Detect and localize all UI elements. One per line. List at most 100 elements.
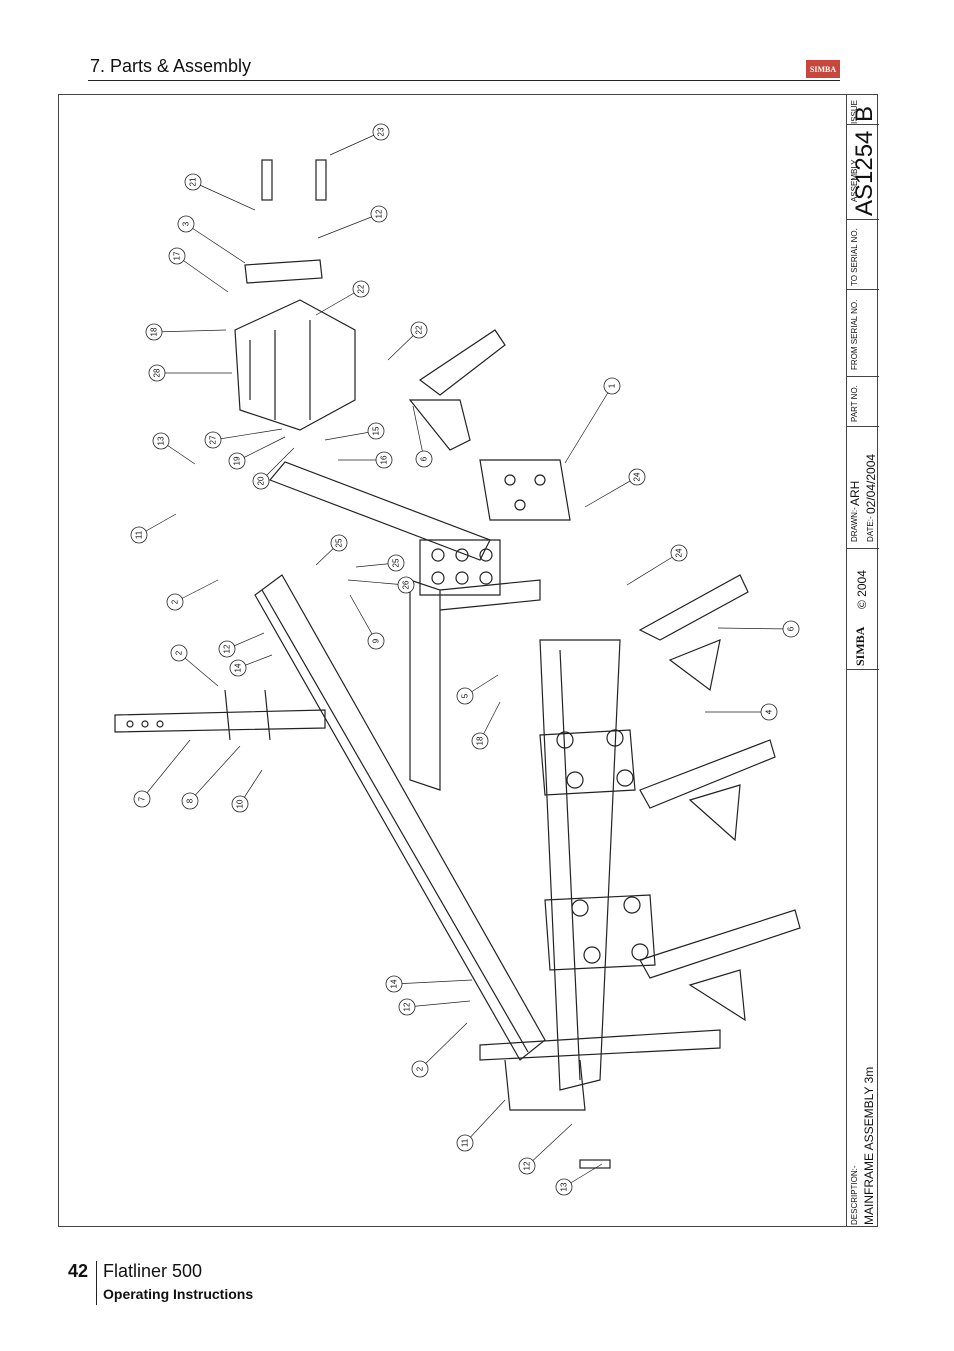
callout-leader-line <box>584 476 638 508</box>
callout-number: 12 <box>375 209 384 218</box>
callout-balloon: 2 <box>411 1022 468 1078</box>
callout-circle <box>410 321 428 339</box>
callout-circle <box>471 732 489 750</box>
callout-circle <box>411 1060 429 1078</box>
callout-circle <box>367 422 385 440</box>
callout-number: 15 <box>372 426 381 435</box>
callout-leader-line <box>349 594 377 642</box>
callout-balloon: 17 <box>168 247 229 293</box>
simba-logo: SIMBA <box>806 60 840 78</box>
callout-balloon: 12 <box>518 1123 573 1175</box>
to-serial-label: TO SERIAL NO. <box>850 228 859 286</box>
callout-balloon: 24 <box>584 468 646 508</box>
callout-leader-line <box>564 385 613 464</box>
title-block: ISSUE B ASSEMBLY AS1254 TO SERIAL NO. FR… <box>846 94 879 1227</box>
callout-circle <box>385 975 403 993</box>
callout-circle <box>177 215 195 233</box>
callout-number: 18 <box>150 327 159 336</box>
callout-leader-line <box>412 405 425 460</box>
callout-circle <box>352 280 370 298</box>
callout-number: 10 <box>236 799 245 808</box>
callout-circle <box>398 998 416 1016</box>
callout-balloon: 27 <box>204 428 283 449</box>
callout-number: 22 <box>357 284 366 293</box>
callout-balloon: 28 <box>148 364 232 382</box>
callout-number: 2 <box>416 1066 425 1071</box>
callout-number: 28 <box>153 368 162 377</box>
callout-balloon: 14 <box>229 654 273 677</box>
callout-number: 6 <box>787 626 796 631</box>
callout-leader-line <box>192 181 256 211</box>
callout-number: 16 <box>380 455 389 464</box>
callout-balloon: 1 <box>564 377 621 464</box>
callout-circle <box>760 703 778 721</box>
tb-divider <box>847 219 879 220</box>
callout-balloon: 7 <box>133 739 191 808</box>
callout-balloon: 22 <box>387 321 428 361</box>
callout-number: 12 <box>403 1002 412 1011</box>
callout-number: 19 <box>233 456 242 465</box>
callout-circle <box>130 526 148 544</box>
callout-balloon: 11 <box>456 1099 506 1152</box>
callout-circle <box>782 620 800 638</box>
callout-number: 8 <box>186 798 195 803</box>
callout-circle <box>204 431 222 449</box>
callout-leader-line <box>153 329 227 333</box>
callout-circle <box>415 450 433 468</box>
drawn-label: DRAWN:- <box>850 507 859 542</box>
callout-circle <box>228 452 246 470</box>
callout-balloon: 2 <box>170 644 219 687</box>
callout-number: 25 <box>335 538 344 547</box>
callout-leader-line <box>212 428 283 441</box>
callout-circle <box>133 790 151 808</box>
callout-number: 14 <box>234 663 243 672</box>
callout-number: 12 <box>523 1161 532 1170</box>
date-value: 02/04/2004 <box>864 453 878 514</box>
drawn-value: ARH <box>848 480 862 506</box>
part-no-label: PART NO. <box>850 385 859 422</box>
callout-number: 24 <box>633 472 642 481</box>
callout-circle <box>229 659 247 677</box>
from-serial-label: FROM SERIAL NO. <box>850 299 859 370</box>
callout-leader-line <box>329 131 382 156</box>
callout-balloon: 9 <box>349 594 385 650</box>
callout-balloon: 22 <box>315 280 370 316</box>
callout-balloon: 12 <box>317 205 388 239</box>
drawing-frame <box>58 94 878 1227</box>
callout-leader-line <box>317 213 380 239</box>
callout-circle <box>184 173 202 191</box>
callout-circle <box>518 1157 536 1175</box>
callout-balloon: 13 <box>555 1163 603 1196</box>
callout-circle <box>145 323 163 341</box>
callout-balloon: 13 <box>152 432 196 465</box>
callout-balloon: 16 <box>338 451 393 469</box>
callout-balloon: 24 <box>626 544 688 586</box>
tb-divider <box>847 669 879 670</box>
callout-leader-line <box>419 1022 468 1070</box>
callout-number: 9 <box>372 638 381 643</box>
callout-number: 1 <box>608 383 617 388</box>
callout-number: 7 <box>138 796 147 801</box>
callout-circle <box>628 468 646 486</box>
callout-balloon: 10 <box>231 769 263 813</box>
callout-number: 2 <box>175 650 184 655</box>
callout-number: 11 <box>135 530 144 539</box>
tb-divider <box>847 376 879 377</box>
callout-balloon: 4 <box>705 703 778 721</box>
callout-circle <box>555 1178 573 1196</box>
callout-circle <box>166 593 184 611</box>
callout-number: 14 <box>390 979 399 988</box>
callout-balloon: 25 <box>355 554 405 572</box>
footer-divider <box>96 1261 97 1305</box>
callout-circle <box>231 795 249 813</box>
callout-circle <box>367 632 385 650</box>
callout-leader-line <box>393 979 473 985</box>
product-name: Flatliner 500 <box>103 1261 203 1281</box>
callout-number: 4 <box>765 709 774 714</box>
callout-number: 20 <box>257 476 266 485</box>
callout-number: 22 <box>415 325 424 334</box>
callout-leader-line <box>185 223 246 264</box>
callout-circle <box>375 451 393 469</box>
callout-balloon: 20 <box>252 447 295 490</box>
callout-circle <box>330 534 348 552</box>
